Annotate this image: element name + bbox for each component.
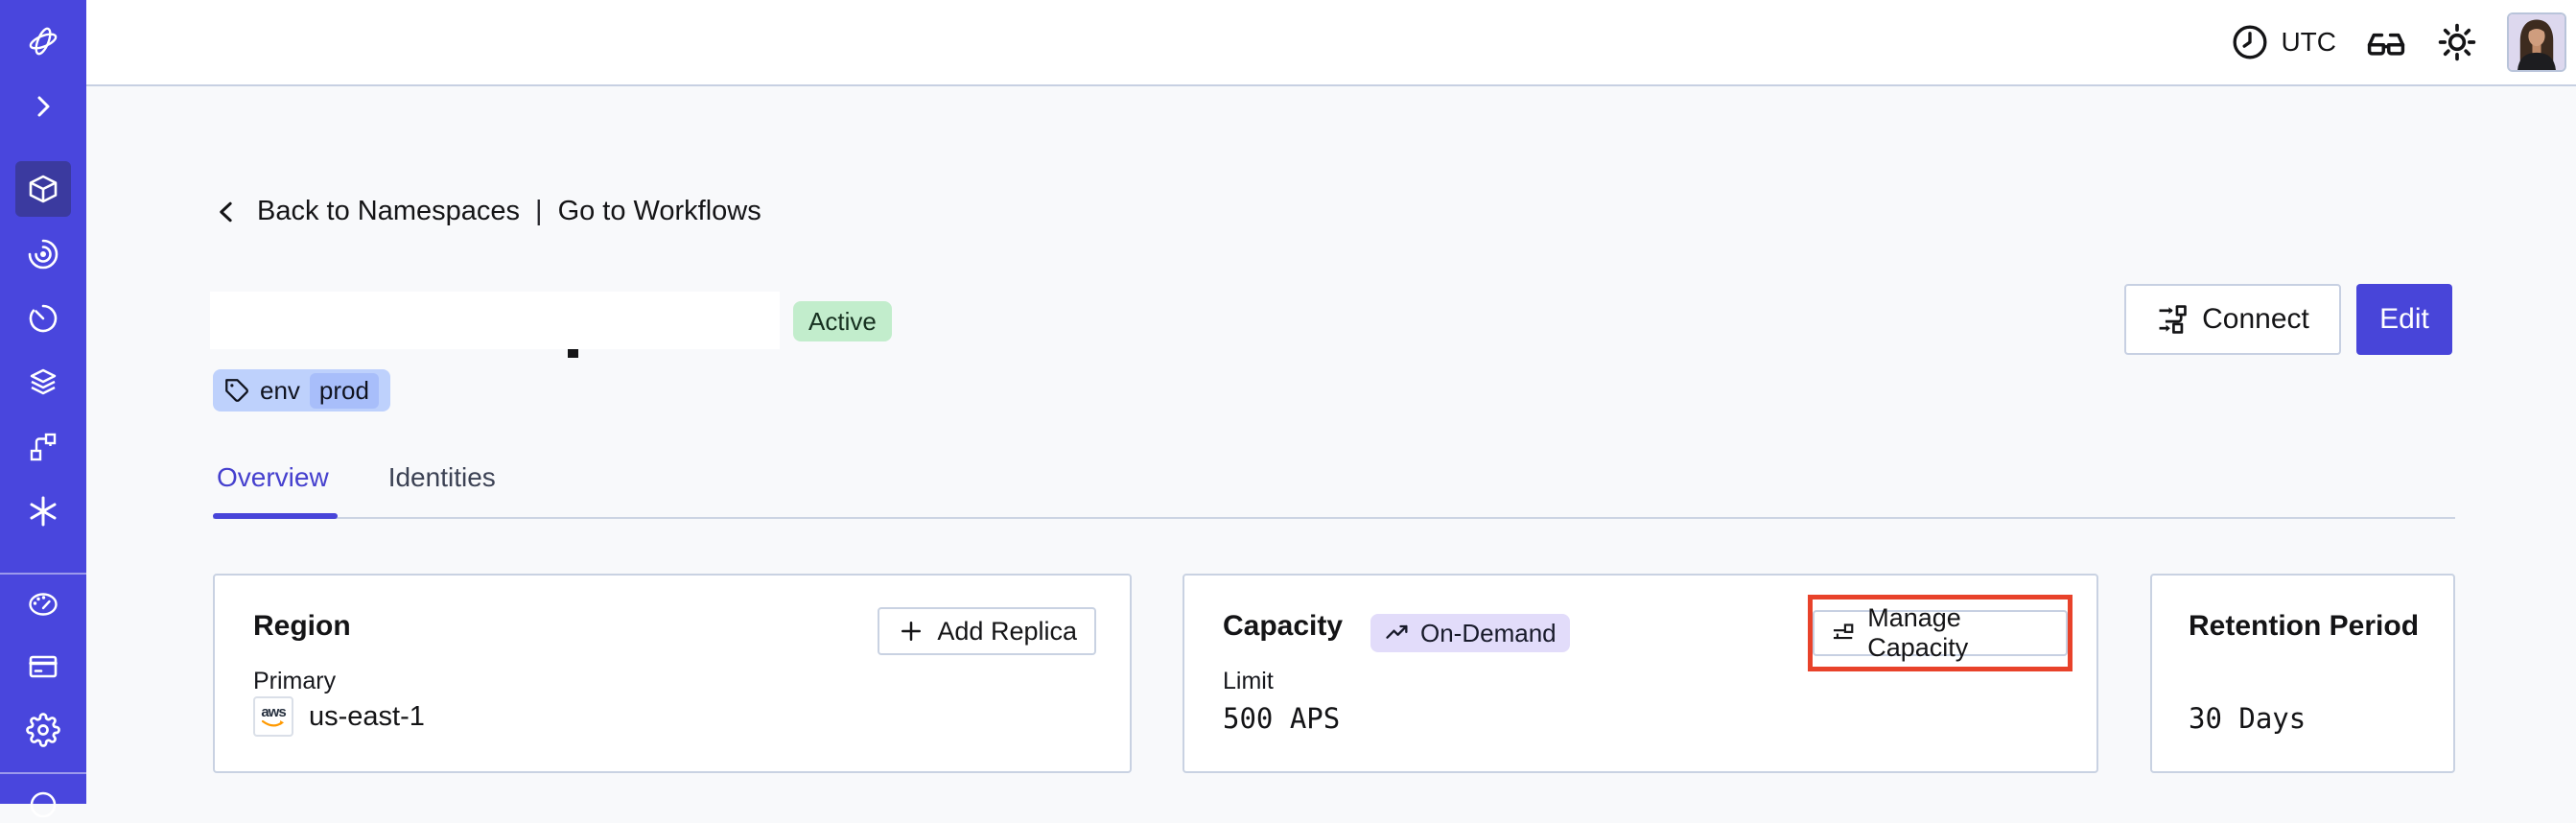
region-card-title: Region [253,610,351,642]
aws-smile-arc [261,719,284,726]
namespace-title-redacted [210,292,780,349]
timezone-selector[interactable]: UTC [2231,23,2336,61]
sidebar-divider [0,772,86,774]
sidebar-divider [0,573,86,575]
retention-card-title: Retention Period [2189,610,2420,642]
region-value-row: aws us-east-1 [253,696,425,737]
capacity-card-title: Capacity [1223,610,1344,642]
glasses-icon [2367,33,2405,56]
sidebar-item-billing[interactable] [25,648,61,685]
namespaces-cube-icon [29,175,58,203]
connect-button[interactable]: Connect [2124,284,2341,355]
sidebar-item-namespaces[interactable] [15,161,71,217]
breadcrumb-separator: | [535,196,543,226]
clock-icon [2233,25,2267,59]
tab-bar: Overview Identities [217,462,496,493]
sidebar-item-support[interactable] [25,787,61,823]
retention-card: Retention Period 30 Days [2150,574,2455,773]
sidebar-item-usage[interactable] [25,586,61,623]
theme-toggle[interactable] [2436,21,2478,63]
add-replica-label: Add Replica [937,616,1077,646]
tab-identities[interactable]: Identities [387,462,496,492]
on-demand-badge-label: On-Demand [1420,618,1557,647]
sliders-icon [1833,623,1854,640]
chevron-left-icon[interactable] [213,198,242,226]
status-badge: Active [793,301,892,341]
deployments-layers-icon [30,368,57,395]
region-field-label: Primary [253,668,337,694]
sidebar-expand-icon[interactable] [25,88,61,125]
tab-overview[interactable]: Overview [217,462,329,492]
namespace-tag: env prod [213,369,390,412]
support-icon [30,791,57,818]
tag-key: env [260,375,300,405]
billing-card-icon [29,655,58,678]
labs-toggle[interactable] [2365,21,2407,63]
sidebar-item-schedules[interactable] [25,300,61,337]
avatar-image [2509,14,2564,70]
edit-button[interactable]: Edit [2356,284,2452,355]
aws-provider-icon: aws [253,696,293,737]
breadcrumb: Back to Namespaces | Go to Workflows [213,196,761,227]
edit-button-label: Edit [2379,303,2429,335]
workflows-icon [28,239,59,270]
plus-icon [902,622,922,641]
capacity-field-label: Limit [1223,668,1274,694]
sidebar [0,0,86,818]
region-value: us-east-1 [309,700,425,732]
tab-bar-divider [213,517,2455,519]
user-avatar[interactable] [2507,12,2566,72]
on-demand-badge: On-Demand [1370,614,1570,652]
sidebar-item-workflows[interactable] [25,236,61,272]
nexus-asterisk-icon [30,496,57,527]
add-replica-button[interactable]: Add Replica [878,607,1096,655]
active-tab-indicator [213,513,338,519]
settings-gear-icon [26,713,60,747]
connect-button-label: Connect [2202,303,2309,335]
capacity-card: Capacity On-Demand Manage Capacity Limit… [1183,574,2098,773]
aws-logo-text: aws [261,703,286,720]
schedules-icon [29,304,58,333]
sidebar-item-deployments[interactable] [25,364,61,401]
temporal-logo-icon[interactable] [25,23,61,59]
sidebar-item-settings[interactable] [25,712,61,748]
usage-gauge-icon [29,593,58,616]
tag-icon [225,378,248,402]
capacity-value: 500 APS [1223,702,1341,735]
retention-value: 30 Days [2189,702,2307,735]
sidebar-item-batch-operations[interactable] [25,429,61,465]
timezone-label: UTC [2281,27,2336,57]
back-to-namespaces-link[interactable]: Back to Namespaces [257,196,521,226]
go-to-workflows-link[interactable]: Go to Workflows [557,196,761,226]
top-bar: UTC [86,0,2576,86]
namespace-title-fragment [568,349,578,358]
sidebar-item-nexus[interactable] [25,493,61,529]
connect-icon [2159,305,2187,334]
sun-icon [2438,23,2476,61]
trending-up-icon [1386,624,1408,639]
tag-value: prod [309,372,379,409]
status-badge-label: Active [808,306,877,336]
manage-capacity-label: Manage Capacity [1867,603,1969,662]
annotation-highlight-box: Manage Capacity [1808,595,2073,671]
manage-capacity-button[interactable]: Manage Capacity [1813,603,2068,662]
region-card: Region Add Replica Primary aws us-east-1 [213,574,1132,773]
batch-operations-icon [30,433,57,461]
